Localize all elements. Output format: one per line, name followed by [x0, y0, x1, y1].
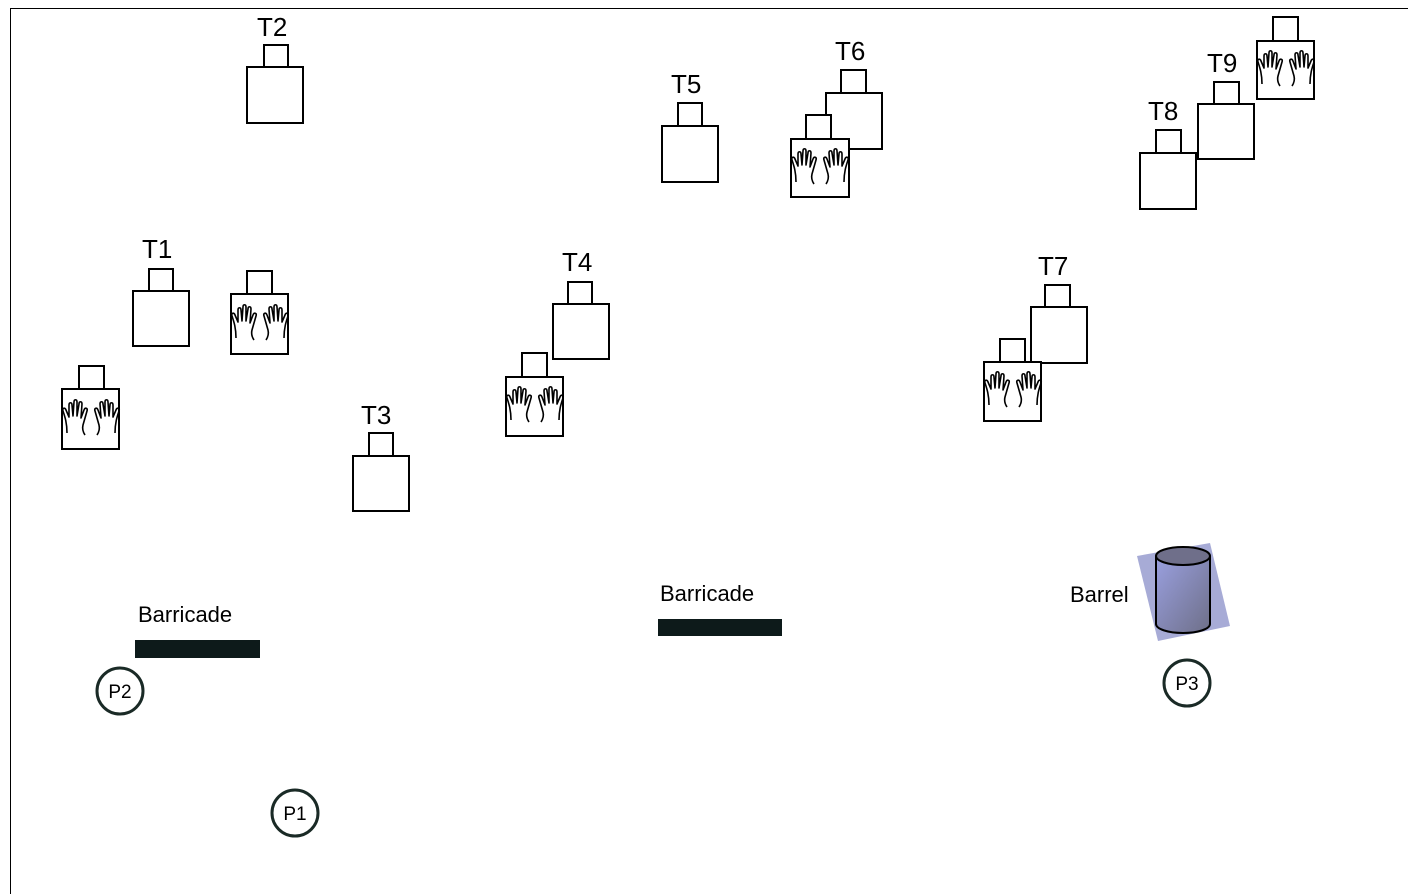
- target-t2-icon: [247, 45, 303, 123]
- target-t2-label: T2: [257, 14, 287, 40]
- target-t5-icon: [662, 103, 718, 182]
- position-p1-label: P1: [283, 804, 306, 825]
- barricade-left-label: Barricade: [138, 604, 232, 626]
- target-t8-icon: [1140, 130, 1196, 209]
- barrel-label: Barrel: [1070, 584, 1129, 606]
- hands-up-target-icon: [1257, 17, 1314, 99]
- target-t5-label: T5: [671, 71, 701, 97]
- hands-up-target-icon: [62, 366, 119, 449]
- barrel-icon: [1137, 543, 1230, 641]
- position-p3-marker: P3: [1164, 660, 1210, 706]
- hands-up-target-icon: [231, 271, 288, 354]
- target-t3-icon: [353, 433, 409, 511]
- target-t1-label: T1: [142, 236, 172, 262]
- target-t7-label: T7: [1038, 253, 1068, 279]
- barricade-left-icon: [135, 640, 260, 658]
- target-t6-icon: [826, 70, 882, 149]
- target-t7-icon: [1031, 285, 1087, 363]
- target-t9-label: T9: [1207, 50, 1237, 76]
- target-t8-label: T8: [1148, 98, 1178, 124]
- target-t1-icon: [133, 269, 189, 346]
- barricade-middle-icon: [658, 619, 782, 636]
- target-t4-icon: [553, 282, 609, 359]
- target-t6-label: T6: [835, 38, 865, 64]
- barricade-middle-label: Barricade: [660, 583, 754, 605]
- target-t3-label: T3: [361, 402, 391, 428]
- hands-up-target-icon: [506, 353, 563, 436]
- position-p3-label: P3: [1175, 674, 1198, 695]
- position-p2-label: P2: [108, 682, 131, 703]
- target-t9-icon: [1198, 82, 1254, 159]
- position-p1-marker: P1: [272, 790, 318, 836]
- target-t4-label: T4: [562, 249, 592, 275]
- position-p2-marker: P2: [97, 668, 143, 714]
